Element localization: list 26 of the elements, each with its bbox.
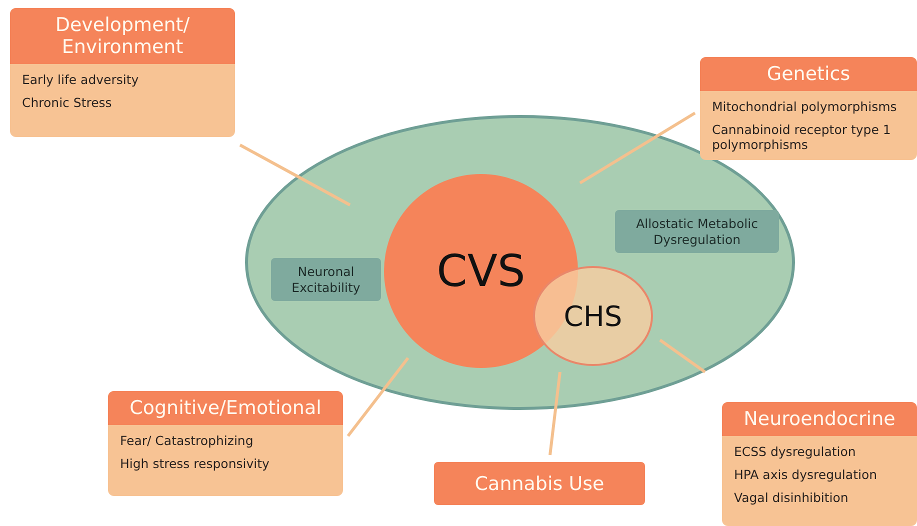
card-header: Development/ Environment — [10, 8, 235, 64]
list-item: Early life adversity — [21, 71, 140, 89]
list-item: ECSS dysregulation — [733, 443, 857, 461]
factor-label: Allostatic Metabolic Dysregulation — [615, 210, 779, 253]
factor-label: Neuronal Excitability — [271, 258, 381, 301]
list-item: HPA axis dysregulation — [733, 466, 878, 484]
list-item: Vagal disinhibition — [733, 489, 850, 507]
leader-line — [239, 144, 351, 206]
leader-line — [548, 372, 562, 456]
leader-line — [579, 112, 696, 184]
factor-card — [722, 402, 917, 526]
card-header: Neuroendocrine — [722, 402, 917, 436]
card-header: Genetics — [700, 57, 917, 91]
leader-line — [346, 357, 410, 437]
factor-card — [108, 391, 343, 496]
leader-line — [659, 338, 706, 374]
factor-card — [10, 8, 235, 137]
factor-header: Cannabis Use — [434, 462, 645, 505]
list-item: Mitochondrial polymorphisms — [711, 98, 898, 116]
list-item: Fear/ Catastrophizing — [119, 432, 254, 450]
list-item: Cannabinoid receptor type 1 polymorphisms — [711, 121, 892, 154]
overlap-circle: CHS — [533, 266, 653, 366]
list-item: Chronic Stress — [21, 94, 113, 112]
card-header: Cognitive/Emotional — [108, 391, 343, 425]
list-item: High stress responsivity — [119, 455, 270, 473]
factor-card — [700, 57, 917, 160]
